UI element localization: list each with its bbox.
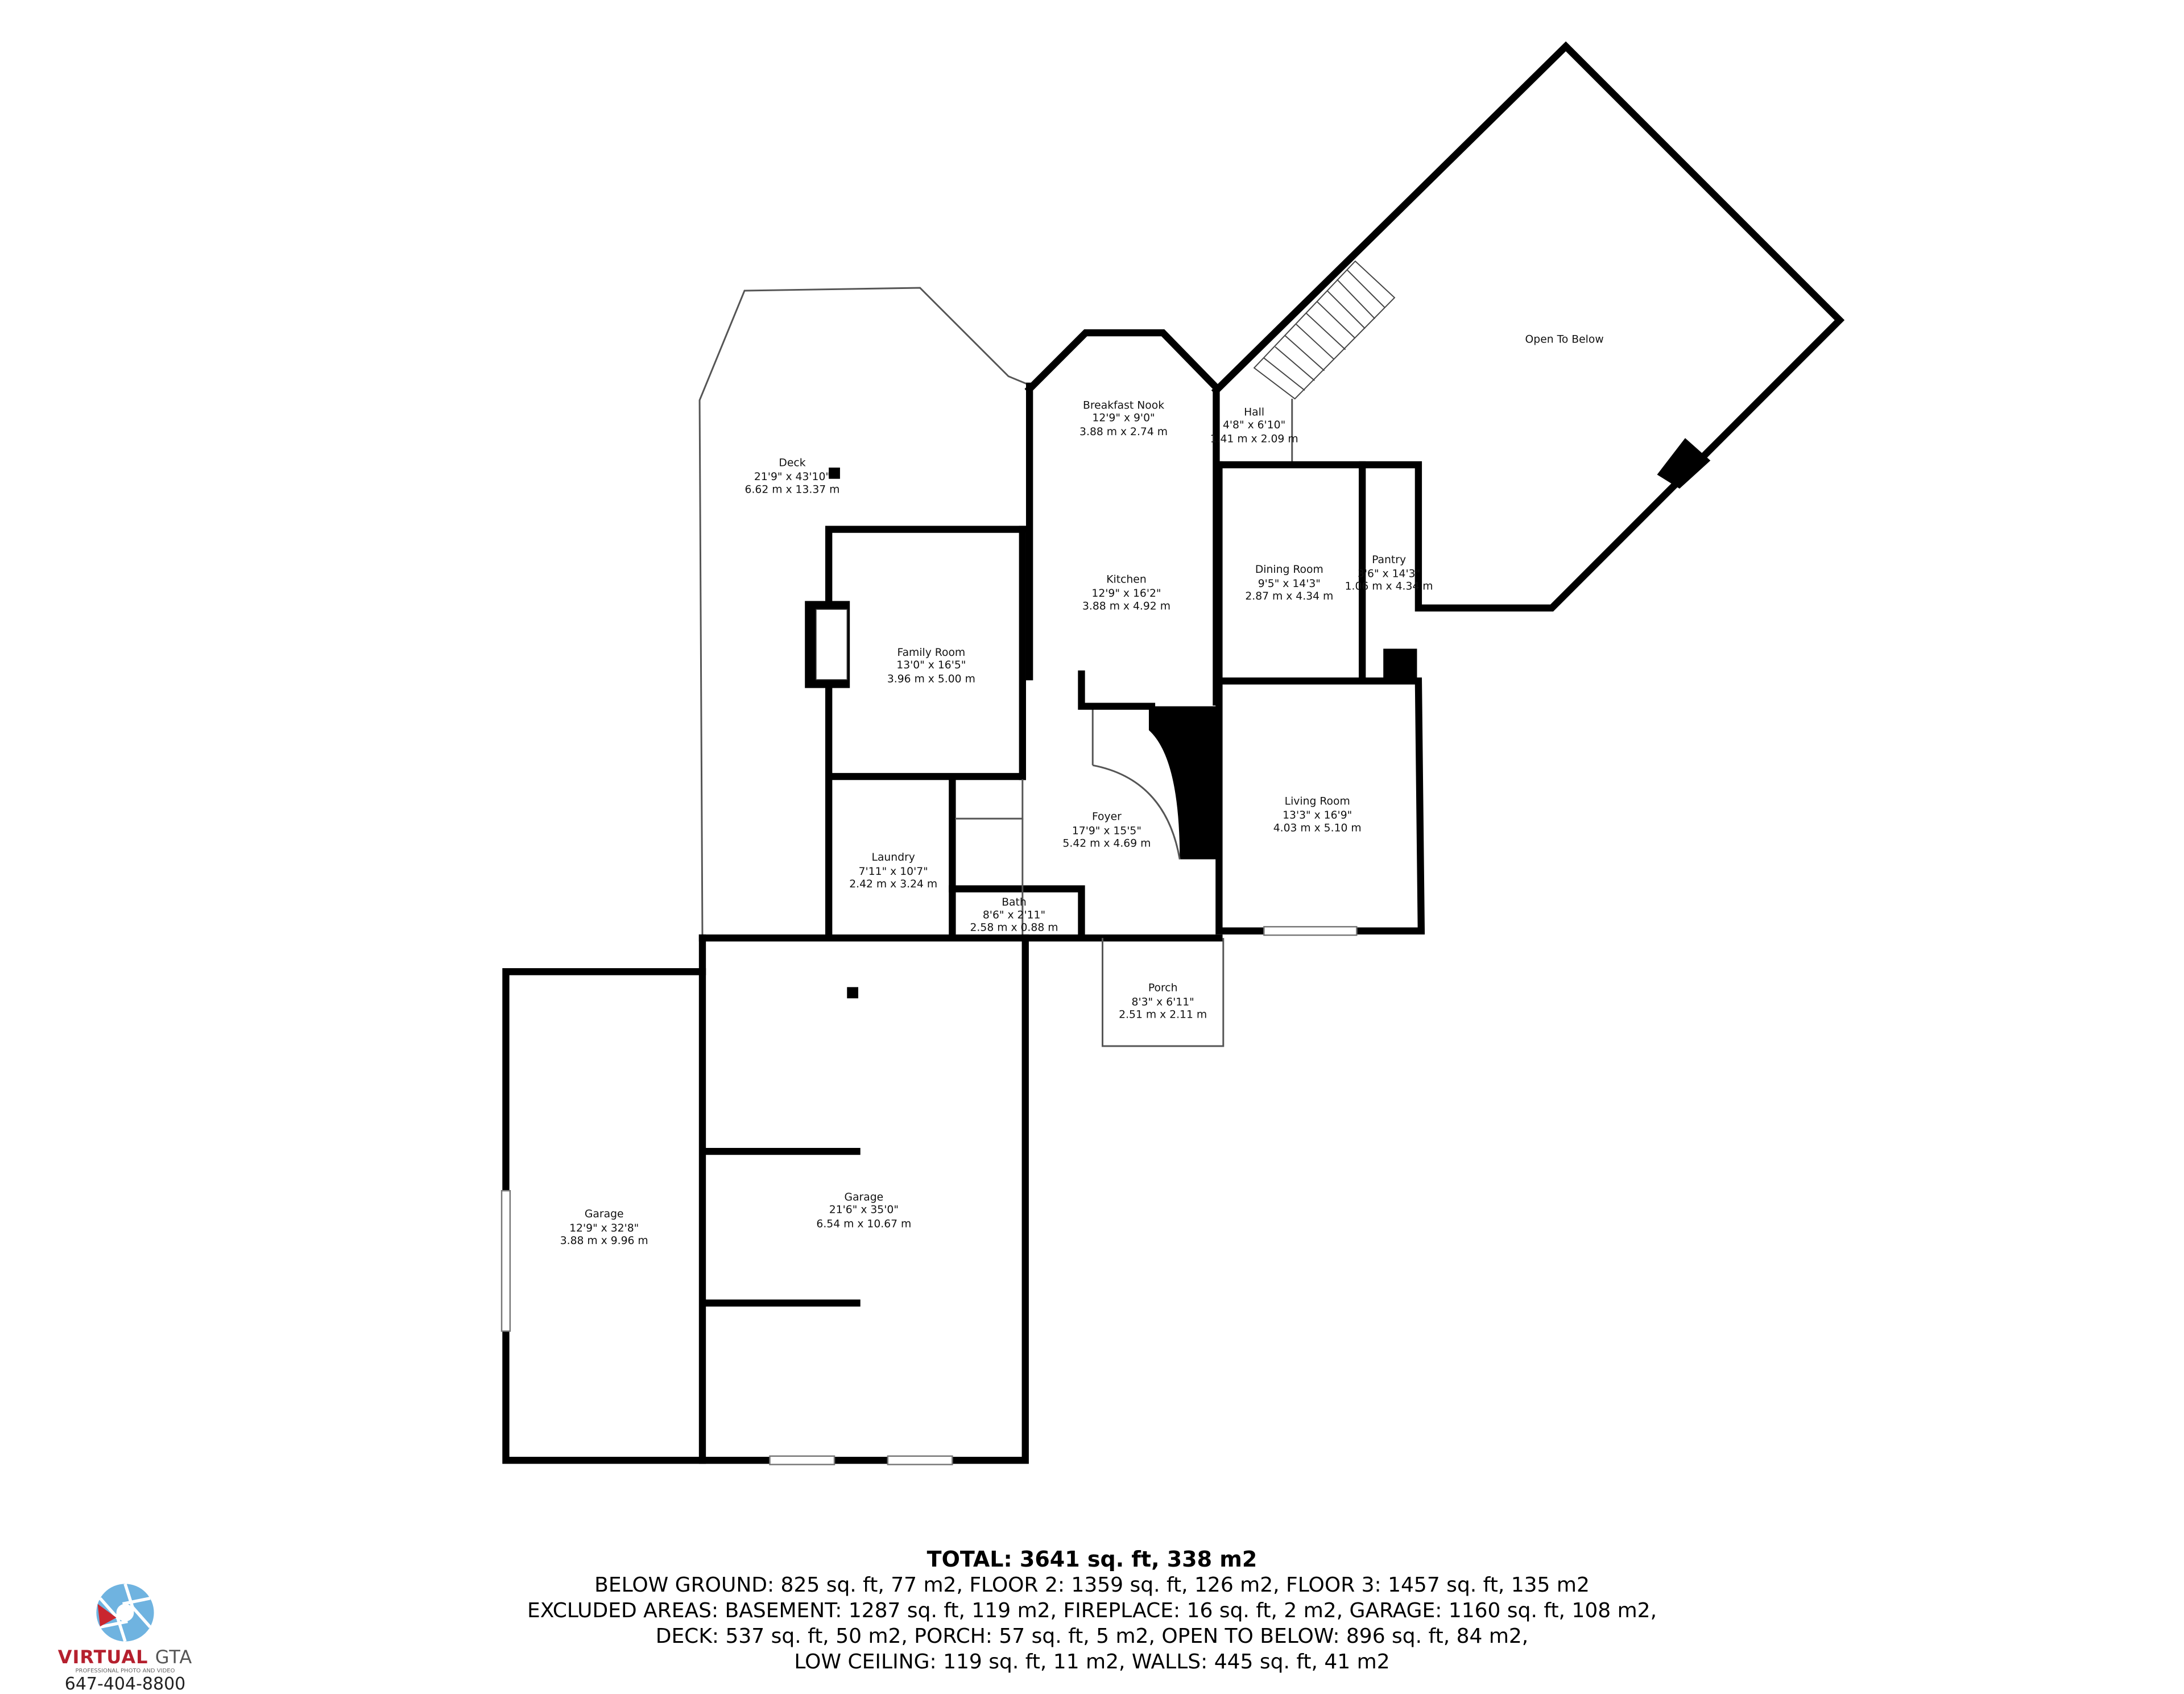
window: [769, 1455, 835, 1465]
svg-text:Open To Below: Open To Below: [1525, 333, 1604, 345]
open-to-below-walls: [1211, 41, 1845, 612]
stair-core: [1148, 706, 1217, 860]
room-label-dining-room: Dining Room 9'5" x 14'3" 2.87 m x 4.34 m: [1245, 564, 1333, 602]
post: [847, 987, 859, 999]
svg-text:2.87 m x 4.34 m: 2.87 m x 4.34 m: [1245, 590, 1333, 602]
svg-text:12'9" x 32'8": 12'9" x 32'8": [569, 1222, 639, 1234]
logo-tagline: PROFESSIONAL PHOTO AND VIDEO: [75, 1668, 175, 1674]
svg-text:Garage: Garage: [585, 1208, 624, 1220]
room-label-open-to-below: Open To Below: [1525, 333, 1604, 345]
window: [887, 1455, 953, 1465]
pantry-block: [1383, 648, 1417, 681]
svg-text:Living Room: Living Room: [1285, 795, 1350, 807]
porch-outline: [1102, 937, 1225, 1047]
room-label-foyer: Foyer 17'9" x 15'5" 5.42 m x 4.69 m: [1062, 811, 1151, 850]
svg-text:1.41 m x 2.09 m: 1.41 m x 2.09 m: [1210, 433, 1298, 445]
svg-text:Hall: Hall: [1244, 407, 1264, 419]
window: [1263, 925, 1358, 936]
svg-text:2.58 m x 0.88 m: 2.58 m x 0.88 m: [970, 922, 1058, 934]
upper-stairs: [1253, 260, 1396, 400]
area-summary: TOTAL: 3641 sq. ft, 338 m2 BELOW GROUND:…: [0, 1546, 2184, 1675]
summary-line: LOW CEILING: 119 sq. ft, 11 m2, WALLS: 4…: [794, 1650, 1390, 1674]
svg-text:4.03 m x 5.10 m: 4.03 m x 5.10 m: [1273, 822, 1362, 834]
room-label-bath: Bath 8'6" x 2'11" 2.58 m x 0.88 m: [970, 896, 1058, 933]
svg-text:Family Room: Family Room: [897, 647, 966, 659]
room-label-breakfast-nook: Breakfast Nook 12'9" x 9'0" 3.88 m x 2.7…: [1079, 399, 1168, 438]
svg-text:Garage: Garage: [845, 1192, 884, 1204]
living-room-walls: [1215, 461, 1425, 935]
aperture-icon: [96, 1583, 154, 1642]
room-label-pantry: Pantry 3'6" x 14'3" 1.06 m x 4.34 m: [1345, 554, 1433, 593]
garage-large-walls: [698, 934, 1029, 1464]
svg-text:5.42 m x 4.69 m: 5.42 m x 4.69 m: [1062, 837, 1151, 849]
svg-text:Laundry: Laundry: [872, 852, 915, 863]
svg-text:12'9" x 16'2": 12'9" x 16'2": [1091, 588, 1161, 600]
svg-text:Foyer: Foyer: [1092, 811, 1122, 823]
room-label-living-room: Living Room 13'3" x 16'9" 4.03 m x 5.10 …: [1273, 795, 1362, 834]
summary-line: BELOW GROUND: 825 sq. ft, 77 m2, FLOOR 2…: [594, 1573, 1590, 1597]
room-label-porch: Porch 8'3" x 6'11" 2.51 m x 2.11 m: [1119, 982, 1207, 1021]
room-label-garage-small: Garage 12'9" x 32'8" 3.88 m x 9.96 m: [560, 1208, 648, 1247]
svg-text:3'6" x 14'3": 3'6" x 14'3": [1358, 568, 1420, 580]
svg-text:7'11" x 10'7": 7'11" x 10'7": [859, 866, 928, 878]
svg-text:Dining Room: Dining Room: [1255, 564, 1323, 576]
summary-line: EXCLUDED AREAS: BASEMENT: 1287 sq. ft, 1…: [527, 1599, 1657, 1622]
room-label-laundry: Laundry 7'11" x 10'7" 2.42 m x 3.24 m: [849, 852, 937, 890]
dining-pantry-walls: [1215, 461, 1422, 612]
summary-line: DECK: 537 sq. ft, 50 m2, PORCH: 57 sq. f…: [655, 1625, 1529, 1648]
chimney-block: [1657, 438, 1711, 489]
room-label-family-room: Family Room 13'0" x 16'5" 3.96 m x 5.00 …: [887, 647, 975, 685]
family-room-walls: [825, 526, 1026, 940]
svg-text:Pantry: Pantry: [1372, 554, 1406, 566]
bath-walls: [949, 885, 1085, 940]
garage-door-opening: [500, 1190, 511, 1332]
room-label-hall: Hall 4'8" x 6'10" 1.41 m x 2.09 m: [1210, 407, 1298, 445]
svg-text:2.51 m x 2.11 m: 2.51 m x 2.11 m: [1119, 1009, 1207, 1021]
room-label-garage-large: Garage 21'6" x 35'0" 6.54 m x 10.67 m: [816, 1192, 911, 1230]
foyer-wall: [1078, 670, 1156, 710]
svg-text:13'3" x 16'9": 13'3" x 16'9": [1283, 809, 1352, 821]
post: [829, 467, 840, 479]
svg-text:Kitchen: Kitchen: [1106, 573, 1146, 585]
svg-text:Deck: Deck: [779, 457, 805, 469]
svg-text:Breakfast Nook: Breakfast Nook: [1083, 399, 1164, 411]
svg-text:Bath: Bath: [1002, 896, 1027, 908]
total-area: TOTAL: 3641 sq. ft, 338 m2: [926, 1547, 1258, 1572]
svg-text:3.96 m x 5.00 m: 3.96 m x 5.00 m: [887, 674, 975, 685]
breakfast-nook-bay: [1024, 329, 1222, 394]
room-label-deck: Deck 21'9" x 43'10" 6.62 m x 13.37 m: [745, 457, 840, 496]
svg-text:17'9" x 15'5": 17'9" x 15'5": [1072, 825, 1141, 837]
virtual-gta-logo: VIRTUAL GTA PROFESSIONAL PHOTO AND VIDEO…: [57, 1581, 193, 1694]
svg-text:8'6" x 2'11": 8'6" x 2'11": [983, 909, 1045, 921]
svg-text:8'3" x 6'11": 8'3" x 6'11": [1132, 996, 1194, 1008]
svg-text:9'5" x 14'3": 9'5" x 14'3": [1258, 578, 1321, 590]
svg-text:21'6" x 35'0": 21'6" x 35'0": [829, 1204, 899, 1216]
svg-text:1.06 m x 4.34 m: 1.06 m x 4.34 m: [1345, 581, 1433, 593]
svg-text:21'9" x 43'10": 21'9" x 43'10": [754, 471, 830, 483]
svg-text:4'8" x 6'10": 4'8" x 6'10": [1223, 419, 1285, 431]
svg-text:3.88 m x 4.92 m: 3.88 m x 4.92 m: [1082, 600, 1170, 612]
svg-text:3.88 m x 9.96 m: 3.88 m x 9.96 m: [560, 1235, 648, 1247]
logo-brand: VIRTUAL GTA: [57, 1646, 193, 1668]
svg-text:2.42 m x 3.24 m: 2.42 m x 3.24 m: [849, 878, 937, 890]
svg-text:6.62 m x 13.37 m: 6.62 m x 13.37 m: [745, 484, 840, 495]
svg-text:3.88 m x 2.74 m: 3.88 m x 2.74 m: [1079, 426, 1168, 438]
closet: [955, 779, 1024, 820]
room-label-kitchen: Kitchen 12'9" x 16'2" 3.88 m x 4.92 m: [1082, 573, 1170, 612]
curved-stairs: [1091, 709, 1181, 860]
svg-text:12'9" x 9'0": 12'9" x 9'0": [1092, 412, 1155, 424]
svg-text:13'0" x 16'5": 13'0" x 16'5": [896, 659, 966, 671]
svg-text:6.54 m x 10.67 m: 6.54 m x 10.67 m: [816, 1218, 911, 1230]
logo-phone: 647-404-8800: [64, 1674, 186, 1694]
svg-text:Porch: Porch: [1148, 982, 1178, 994]
fireplace-hearth: [816, 609, 847, 680]
deck-outline: [698, 287, 1033, 938]
